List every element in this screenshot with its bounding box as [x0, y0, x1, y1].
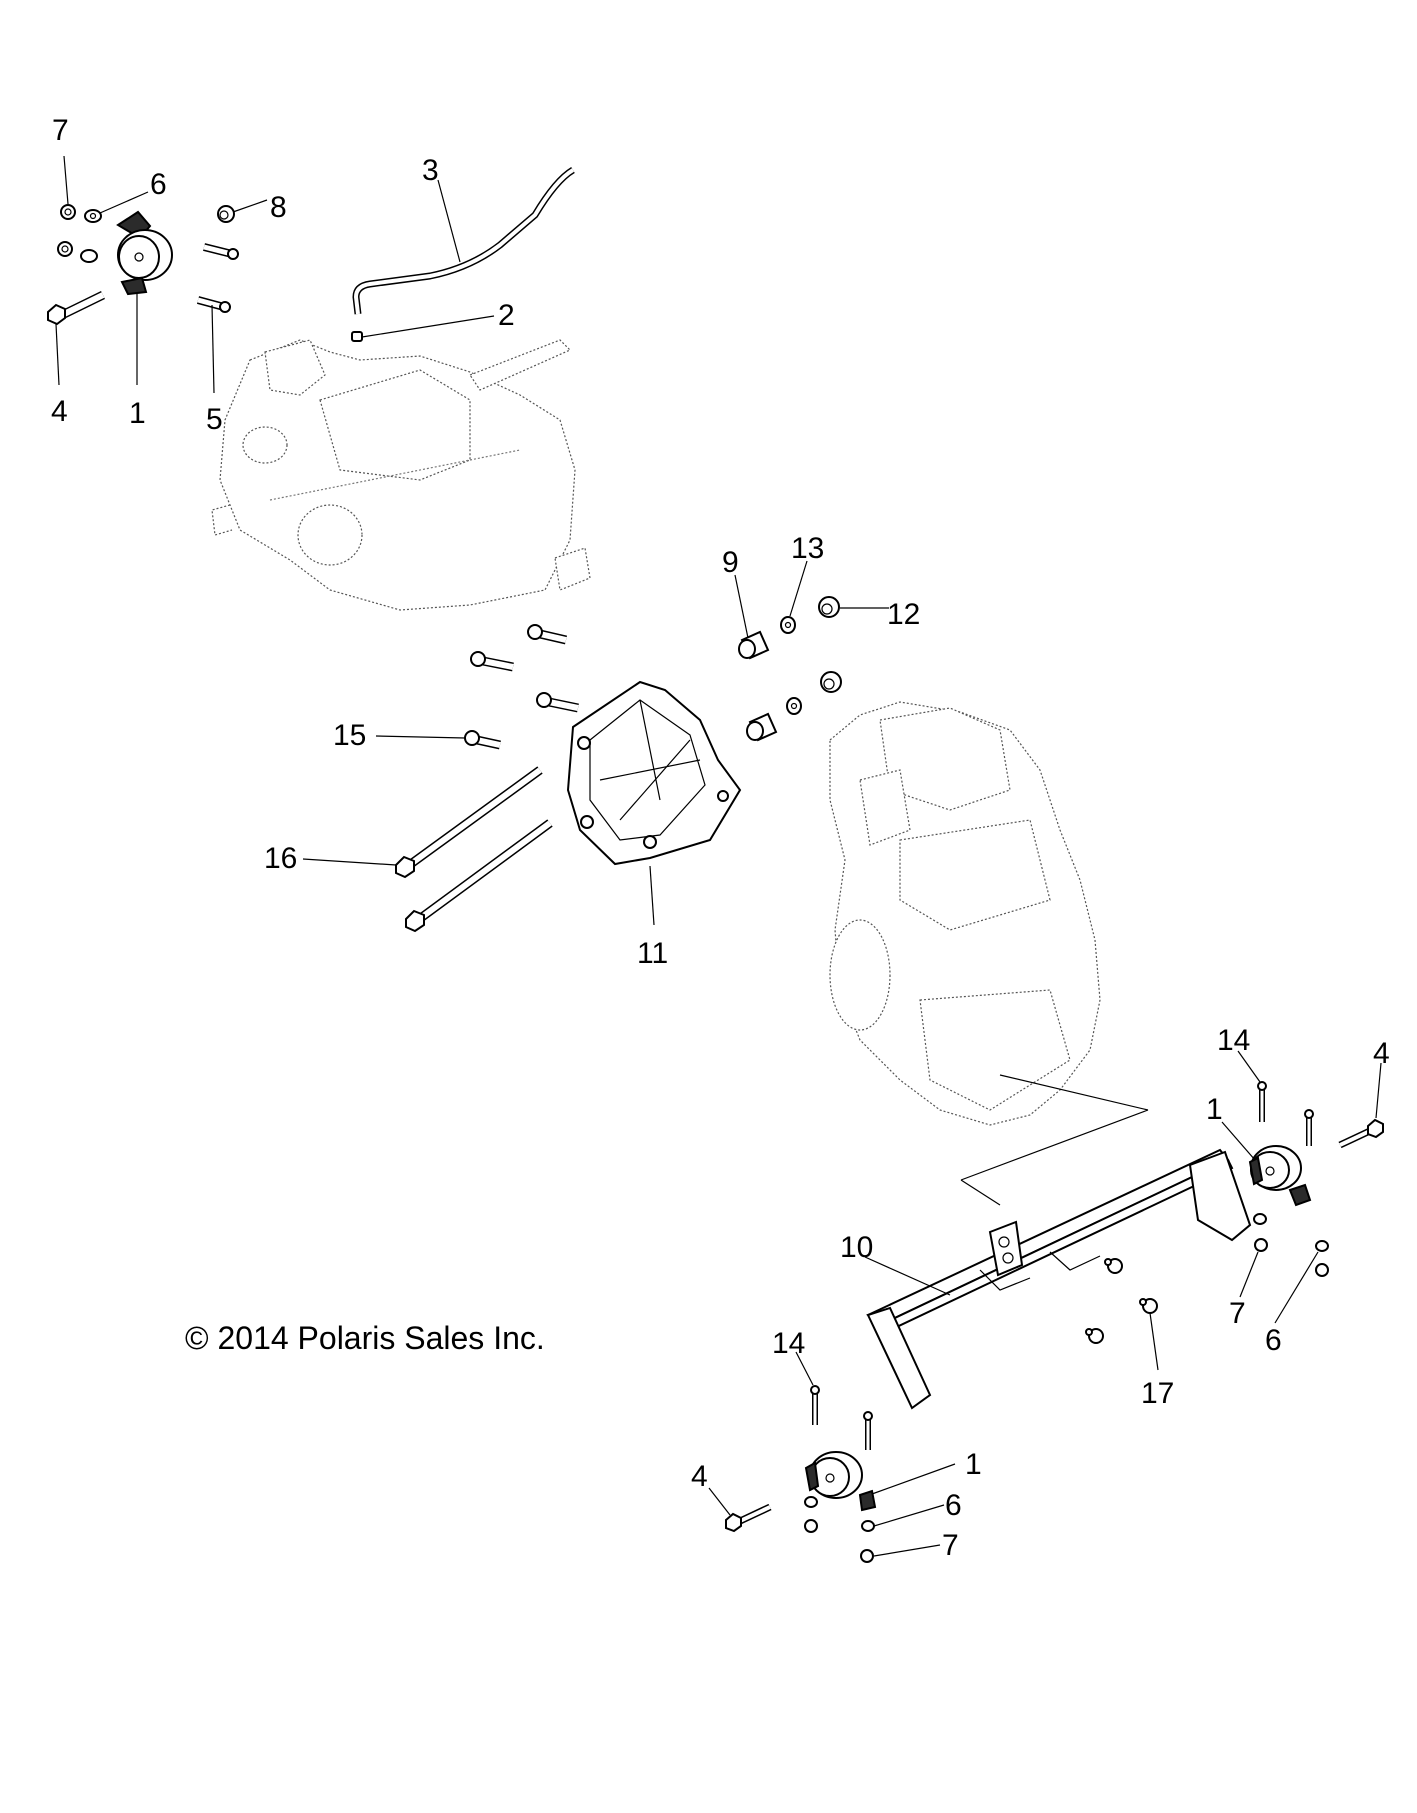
bolt-b	[470, 651, 514, 672]
engine-mount-1-top	[116, 210, 173, 296]
washer-13-bottom	[786, 697, 802, 715]
callout-2: 2	[498, 299, 515, 332]
engine-mount-1-bottom	[804, 1451, 877, 1512]
washer-6-top	[84, 209, 102, 223]
callout-7: 7	[942, 1529, 959, 1562]
transmission-bracket-11	[566, 680, 742, 866]
bolt-14-bottom-b	[863, 1411, 873, 1450]
bolt-5	[196, 296, 231, 313]
washer-6-mid	[80, 249, 98, 263]
callout-labels: 7 6 8 3 2 4 1 5 9 13 12 15 16 11 14 4 1 …	[51, 114, 1390, 1562]
bolt-17-b	[1139, 1298, 1158, 1314]
callout-10: 10	[840, 1231, 873, 1264]
center-bracket-group	[395, 596, 842, 933]
callout-17: 17	[1141, 1377, 1174, 1410]
engine-mount-1-right	[1248, 1145, 1312, 1207]
bolt-17-c	[1085, 1328, 1104, 1344]
callout-4: 4	[51, 395, 68, 428]
right-mount-group	[1248, 1081, 1384, 1277]
callout-7: 7	[52, 114, 69, 147]
bolt-17-a	[1104, 1258, 1123, 1274]
top-left-mount-group	[47, 204, 239, 326]
bottom-mount-group	[725, 1385, 877, 1563]
bolt-15	[464, 730, 501, 750]
bushing-9-top	[738, 630, 770, 660]
callout-1: 1	[965, 1448, 982, 1481]
bolt-4-bottom	[725, 1503, 772, 1533]
nut-7-top	[60, 204, 76, 220]
nut-7-bottom-b	[860, 1549, 874, 1563]
bolt-4-right	[1338, 1118, 1384, 1149]
callout-8: 8	[270, 191, 287, 224]
nut-7-bottom-a	[804, 1519, 818, 1533]
bolt-14-bottom-a	[810, 1385, 820, 1425]
leader-lines	[55, 155, 1382, 1557]
callout-4: 4	[1373, 1037, 1390, 1070]
callout-7: 7	[1229, 1297, 1246, 1330]
nut-7-right	[1254, 1238, 1268, 1252]
bolt-4-top	[47, 290, 105, 326]
bolt-c	[536, 692, 579, 713]
washer-6-right-b	[1315, 1240, 1329, 1252]
bolt-14-right-a	[1257, 1081, 1267, 1122]
transmission	[211, 339, 591, 611]
nut-8	[217, 205, 235, 223]
engine-mount-bracket-10	[866, 1148, 1252, 1410]
washer-6-right-a	[1253, 1213, 1267, 1225]
callout-11: 11	[637, 937, 668, 970]
copyright-notice: © 2014 Polaris Sales Inc.	[185, 1320, 545, 1356]
callout-15: 15	[333, 719, 366, 752]
callout-1: 1	[129, 397, 146, 430]
callout-13: 13	[791, 532, 824, 565]
callout-9: 9	[722, 546, 739, 579]
callout-1: 1	[1206, 1093, 1223, 1126]
washer-13-top	[780, 616, 796, 634]
long-bolt-16-lower	[405, 819, 553, 933]
long-bolt-16-upper	[395, 766, 543, 879]
bolt-a	[527, 624, 568, 645]
engine	[829, 701, 1149, 1206]
callout-3: 3	[422, 154, 439, 187]
nut-7-right-b	[1315, 1263, 1329, 1277]
bolt-upper-right	[203, 243, 239, 260]
callout-16: 16	[264, 842, 297, 875]
vent-hose-3	[352, 166, 575, 315]
callout-12: 12	[887, 598, 920, 631]
bolt-14-right-b	[1304, 1109, 1314, 1146]
nut-12-bottom	[820, 671, 842, 693]
callout-14: 14	[1217, 1024, 1250, 1057]
nut-7-mid	[57, 241, 73, 257]
nut-12-top	[818, 596, 840, 618]
fitting-2	[351, 331, 363, 342]
callout-6: 6	[1265, 1324, 1282, 1357]
callout-5: 5	[206, 403, 223, 436]
washer-6-bottom-b	[861, 1520, 875, 1532]
callout-6: 6	[945, 1489, 962, 1522]
washer-6-bottom-a	[804, 1496, 818, 1508]
bushing-9-bottom	[746, 712, 778, 742]
callout-14: 14	[772, 1327, 805, 1360]
callout-4: 4	[691, 1460, 708, 1493]
callout-6: 6	[150, 168, 167, 201]
